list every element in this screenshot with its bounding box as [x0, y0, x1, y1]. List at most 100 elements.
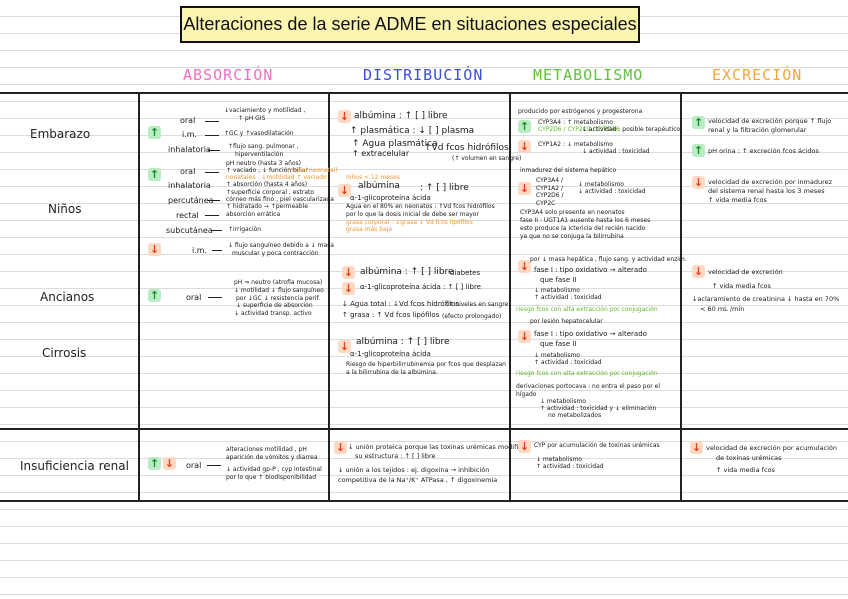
absorption-note: alteraciones motilidad , pH: [226, 446, 307, 453]
route-im: i.m.: [182, 130, 198, 139]
route-oral: oral: [186, 461, 202, 470]
excretion-note: del sistema renal hasta los 3 meses: [708, 187, 825, 195]
distribution-note: ↑ Agua plasmática: [352, 139, 438, 149]
excretion-note: velocidad de excreción por inmadurez: [708, 178, 833, 186]
distribution-note: ↑ plasmática : ↓ [ ] plasma: [350, 126, 475, 136]
arrow-down-icon: ↓: [692, 176, 705, 189]
absorption-note: ↑ hidratado → ↑permeable: [226, 203, 308, 210]
header-distribucion: DISTRIBUCIÓN: [363, 66, 484, 84]
connector-dash: [212, 250, 222, 251]
arrow-up-icon: ↑: [148, 289, 161, 302]
route-oral: oral: [186, 293, 202, 302]
metabolism-note: que fase II: [540, 340, 577, 348]
arrow-down-icon: ↓: [518, 140, 531, 153]
row-label-insuficiencia-renal: Insuficiencia renal: [20, 459, 129, 473]
route-oral: oral: [180, 167, 196, 176]
metabolism-note: CYP1A2 : ↓ metabolismo: [538, 141, 613, 148]
distribution-note: ↓ Agua total : ↓Vd fcos hidrófilos: [342, 300, 459, 308]
metabolism-note: ↑ actividad : toxicidad: [534, 359, 602, 366]
metabolism-note: ya que no se conjuga la bilirrubina: [520, 233, 624, 240]
metabolism-note: no metabolizados: [548, 412, 602, 419]
excretion-note: ↑ vida media fcos: [716, 466, 775, 474]
arrow-down-icon: ↓: [334, 441, 347, 454]
row-label-ninos: Niños: [48, 202, 82, 216]
metabolism-note: hígado: [516, 391, 537, 398]
distribution-note: (↑ volumen en sangre): [452, 155, 522, 162]
absorption-note: ↓ actividad gp-P , cyp intestinal: [226, 466, 322, 473]
distribution-note: niños < 12 meses: [346, 174, 400, 181]
header-metabolismo: METABOLISMO: [533, 66, 644, 84]
metabolism-note: ↑ actividad : toxicidad: [536, 463, 604, 470]
distribution-note: competitiva de la Na⁺/K⁺ ATPasa , ↑ digo…: [338, 476, 498, 484]
metabolism-note: fase I : tipo oxidativo → alterado: [534, 330, 647, 338]
arrow-down-icon: ↓: [148, 243, 161, 256]
absorption-note: córneo más fino , piel vascularizada: [226, 196, 334, 203]
arrow-down-icon: ↓: [163, 457, 176, 470]
connector-dash: [208, 200, 220, 201]
excretion-note: velocidad de excreción: [708, 268, 783, 276]
connector-dash: [212, 230, 222, 231]
row-label-ancianos: Ancianos: [40, 290, 95, 304]
arrow-up-icon: ↑: [692, 144, 705, 157]
distribution-note: α-1-glicoproteína ácida: [350, 194, 431, 202]
arrow-down-icon: ↓: [342, 266, 355, 279]
connector-dash: [205, 121, 219, 122]
absorption-note: ↑ absorción (hasta 4 años): [226, 181, 308, 188]
metabolism-note: por lesión hepatocelular: [530, 318, 603, 325]
excretion-note: pH orina : ↑ excreción fcos ácidos: [708, 147, 819, 155]
metabolism-note: inmadurez del sistema hepático: [520, 167, 617, 174]
metabolism-note: CYP3A4 : ↑ metabolismo: [538, 119, 613, 126]
metabolism-note: ↓ actividad : toxicidad: [582, 148, 650, 155]
page-title: Alteraciones de la serie ADME en situaci…: [180, 6, 640, 43]
arrow-up-icon: ↑: [148, 126, 161, 139]
metabolism-note: ↓ metabolismo: [540, 398, 586, 405]
distribution-note: grasa más baja: [346, 226, 393, 233]
metabolism-note: ↑ actividad : toxicidad y ↓ eliminación: [540, 405, 657, 412]
absorption-note: ↑superficie corporal , estrato: [226, 189, 315, 196]
metabolism-note: producido por estrógenos y progesterona: [518, 108, 643, 115]
column-divider: [680, 92, 682, 500]
distribution-note: albúmina : ↑ [ ] libre: [360, 267, 454, 277]
arrow-up-icon: ↑: [518, 120, 531, 133]
distribution-note: Agua en el 80% en neonatos : ↑Vd fcos hi…: [346, 203, 495, 210]
arrow-down-icon: ↓: [692, 265, 705, 278]
distribution-note: a la bilirrubina de la albúmina.: [346, 369, 438, 376]
metabolism-note: riesgo fcos con alta extracción por conj…: [516, 306, 658, 313]
column-divider: [328, 92, 330, 500]
metabolism-note: ↓ actividad : toxicidad: [578, 188, 646, 195]
metabolism-note: riesgo fcos con alta extracción por conj…: [516, 370, 658, 377]
excretion-note: velocidad de excreción porque ↑ flujo: [708, 117, 832, 125]
distribution-note: ↑ grasa : ↑ Vd fcos lipófilos: [342, 311, 440, 319]
metabolism-note: que fase II: [540, 276, 577, 284]
connector-dash: [208, 297, 222, 298]
absorption-note: ↑ pH GIS: [238, 115, 266, 122]
metabolism-note: ↓ metabolismo: [536, 456, 582, 463]
row-label-embarazo: Embarazo: [30, 127, 91, 141]
route-rectal: rectal: [176, 211, 199, 220]
arrow-down-icon: ↓: [690, 441, 703, 454]
connector-dash: [208, 150, 220, 151]
distribution-note: albúmina : ↑ [ ] libre: [354, 111, 448, 121]
route-percutanea: percutánea: [168, 196, 214, 205]
absorption-note: por lo que ↑ biodisponibilidad: [226, 474, 317, 481]
arrow-down-icon: ↓: [338, 184, 351, 197]
metabolism-note: ↓ metabolismo: [534, 352, 580, 359]
distribution-note: ↓ unión a los tejidos : ej. digoxina → i…: [338, 466, 490, 474]
arrow-down-icon: ↓: [518, 182, 531, 195]
table-top-border: [0, 92, 848, 94]
arrow-down-icon: ↓: [338, 340, 351, 353]
distribution-note: (efecto prolongado): [442, 313, 502, 320]
absorption-note: absorción errática: [226, 211, 281, 218]
distribution-note: ↓ unión proteica porque las toxinas urém…: [348, 443, 530, 451]
excretion-note: de toxinas urémicas: [716, 454, 782, 462]
absorption-note: (↑ piel neonatal): [287, 167, 338, 174]
distribution-note: por lo que la dosis inicial de debe ser …: [346, 211, 479, 218]
absorption-note: ↑ vaciado , ↓ función biliar: [226, 167, 308, 174]
table-bottom-border: [0, 500, 848, 502]
metabolism-note: ↑ actividad : toxicidad: [534, 294, 602, 301]
metabolism-note: ↓ actividad : posible terapéutico: [582, 126, 681, 133]
metabolism-note: CYP3A4 / CYP1A2 / CYP2D6 / CYP2C: [536, 177, 564, 207]
metabolism-note: fase I : tipo oxidativo → alterado: [534, 266, 647, 274]
route-oral: oral: [180, 116, 196, 125]
